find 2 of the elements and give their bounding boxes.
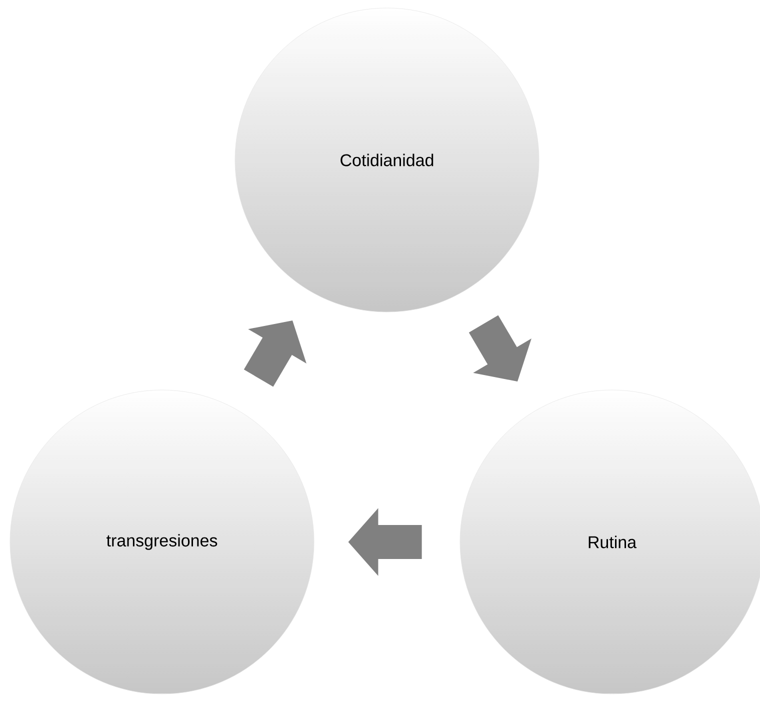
circle-node: transgresiones: [10, 390, 314, 694]
circle-node: Cotidianidad: [234, 8, 540, 312]
